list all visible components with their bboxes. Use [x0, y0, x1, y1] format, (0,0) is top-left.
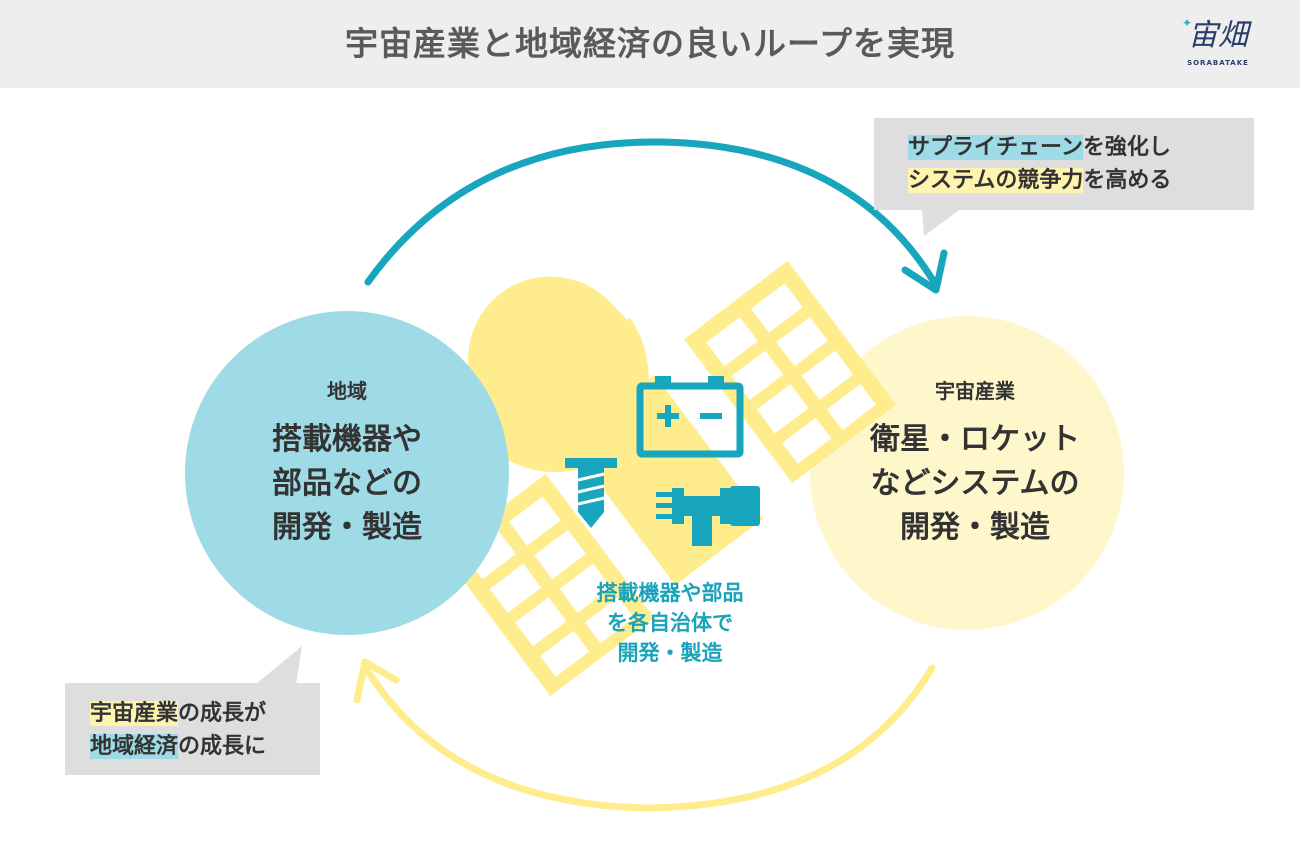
left-circle-text: 地域 搭載機器や 部品などの 開発・製造 [187, 375, 507, 550]
callout-text: を高める [1083, 168, 1172, 193]
center-caption-line: を各自治体で [607, 611, 733, 635]
page-title: 宇宙産業と地域経済の良いループを実現 [344, 24, 956, 63]
top-loop-arrow [364, 138, 938, 286]
left-circle-line: 部品などの [272, 466, 422, 501]
callout-text: を強化し [1082, 135, 1171, 160]
right-circle [810, 316, 1124, 630]
right-circle-label: 宇宙産業 [935, 379, 1015, 403]
callout-top: サプライチェーンを強化し システムの競争力を高める [874, 118, 1254, 210]
bottom-arrow-head [353, 658, 400, 704]
callout-bottom-line1: 宇宙産業の成長が [90, 697, 266, 730]
logo-text: 宙畑 [1188, 18, 1248, 53]
callout-bottom-line2: 地域経済の成長に [90, 730, 266, 763]
callout-top-line1: サプライチェーンを強化し [908, 131, 1171, 164]
right-circle-line: などシステムの [870, 466, 1080, 501]
callout-top-line2: システムの競争力を高める [908, 164, 1171, 197]
callout-highlight: 宇宙産業 [90, 701, 179, 726]
left-circle-label: 地域 [327, 379, 367, 403]
callout-highlight: 地域経済 [90, 734, 179, 759]
bottom-loop-arrow [362, 664, 936, 812]
left-circle-line: 搭載機器や [272, 422, 422, 457]
battery-icon [636, 376, 744, 458]
satellite-icon [441, 261, 897, 696]
left-circle-line: 開発・製造 [272, 510, 422, 545]
left-circle [185, 311, 509, 635]
center-caption-line: 開発・製造 [617, 641, 723, 665]
top-arrow-head [901, 249, 948, 294]
center-caption-line: 搭載機器や部品 [596, 581, 744, 605]
callout-top-pointer [922, 208, 962, 236]
right-circle-line: 開発・製造 [900, 510, 1050, 545]
callout-highlight: サプライチェーン [908, 135, 1083, 160]
logo-subtext: SORABATAKE [1187, 59, 1249, 67]
connector-icon [656, 486, 760, 546]
callout-highlight: システムの競争力 [908, 168, 1084, 193]
logo: ✦ 宙畑 SORABATAKE [1172, 14, 1264, 78]
header-bar [0, 0, 1300, 88]
callout-bottom: 宇宙産業の成長が 地域経済の成長に [65, 683, 320, 775]
center-caption: 搭載機器や部品 を各自治体で 開発・製造 [540, 578, 800, 668]
callout-bottom-pointer [256, 646, 302, 684]
right-circle-text: 宇宙産業 衛星・ロケット などシステムの 開発・製造 [820, 375, 1130, 550]
right-circle-line: 衛星・ロケット [870, 422, 1080, 457]
screw-icon [565, 458, 617, 528]
callout-text: の成長が [178, 701, 267, 726]
loop-diagram [185, 138, 1124, 812]
sparkle-icon: ✦ [1182, 16, 1193, 30]
callout-text: の成長に [178, 734, 267, 759]
